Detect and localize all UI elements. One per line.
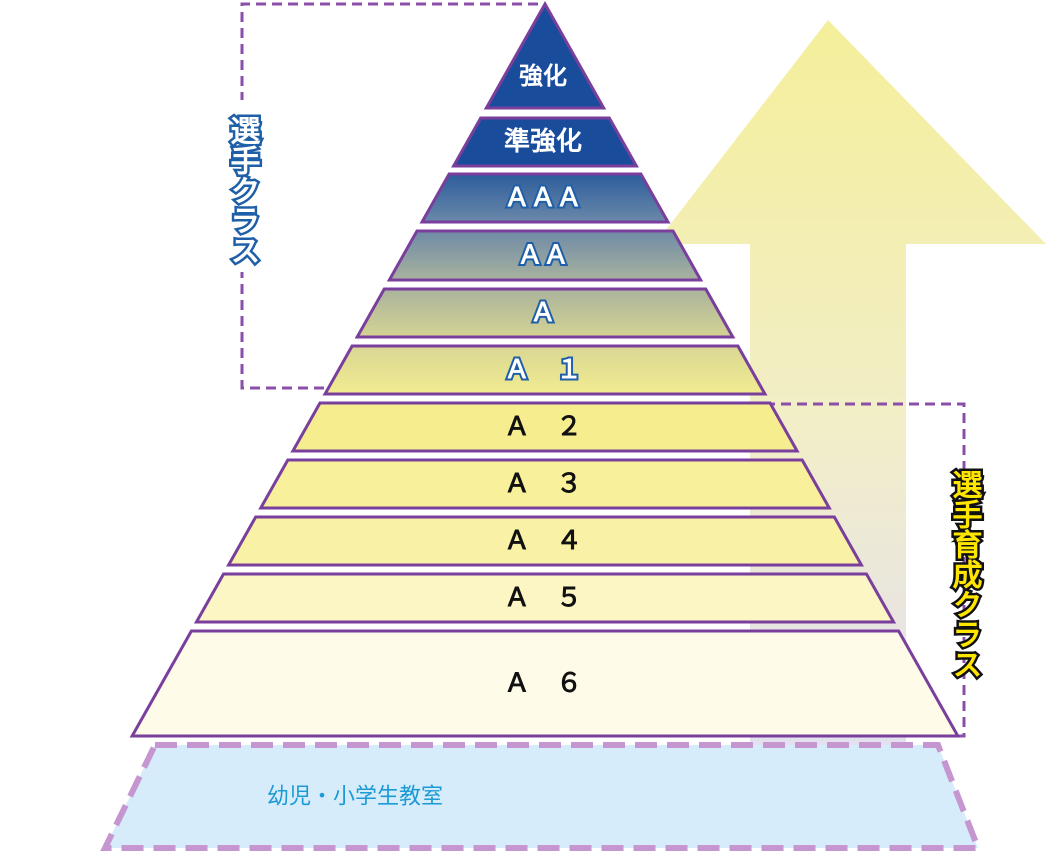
svg-text:選手クラス: 選手クラス: [225, 115, 261, 265]
pyramid-level-label-10: Ａ ５: [504, 583, 582, 613]
pyramid-level-10: [193, 572, 897, 624]
pyramid-level-2: [451, 116, 639, 168]
pyramid-level-label-7: Ａ ２: [504, 412, 582, 442]
pyramid-level-label-11: Ａ ６: [504, 669, 582, 699]
pyramid-level-3: [419, 172, 671, 224]
athlete-class-label: 選手クラス: [222, 100, 263, 272]
svg-text:選手育成クラス: 選手育成クラス: [947, 469, 983, 679]
pyramid-level-label-4: ＡＡ: [517, 241, 569, 271]
pyramid-level-label-8: Ａ ３: [504, 469, 582, 499]
pyramid-level-label-1: 強化: [519, 62, 567, 90]
base-tier: [100, 742, 983, 851]
pyramid-level-label-6: Ａ １: [504, 355, 582, 385]
pyramid-level-4: [386, 229, 704, 282]
development-class-label: 選手育成クラス: [944, 467, 985, 682]
pyramid-level-label-5: Ａ: [530, 298, 556, 328]
pyramid-level-8: [258, 458, 832, 510]
pyramid-level-6: [322, 344, 768, 396]
base-tier-label: 幼児・小学生教室: [267, 785, 443, 810]
pyramid-level-label-2: 準強化: [504, 126, 582, 157]
pyramid-level-9: [226, 515, 864, 567]
pyramid-level-5: [354, 287, 736, 339]
pyramid-level-label-9: Ａ ４: [504, 526, 582, 556]
pyramid-level-7: [290, 401, 800, 453]
pyramid-level-label-3: ＡＡＡ: [504, 183, 582, 213]
pyramid-level-1: [483, 0, 607, 110]
pyramid-level-11: [129, 629, 961, 738]
